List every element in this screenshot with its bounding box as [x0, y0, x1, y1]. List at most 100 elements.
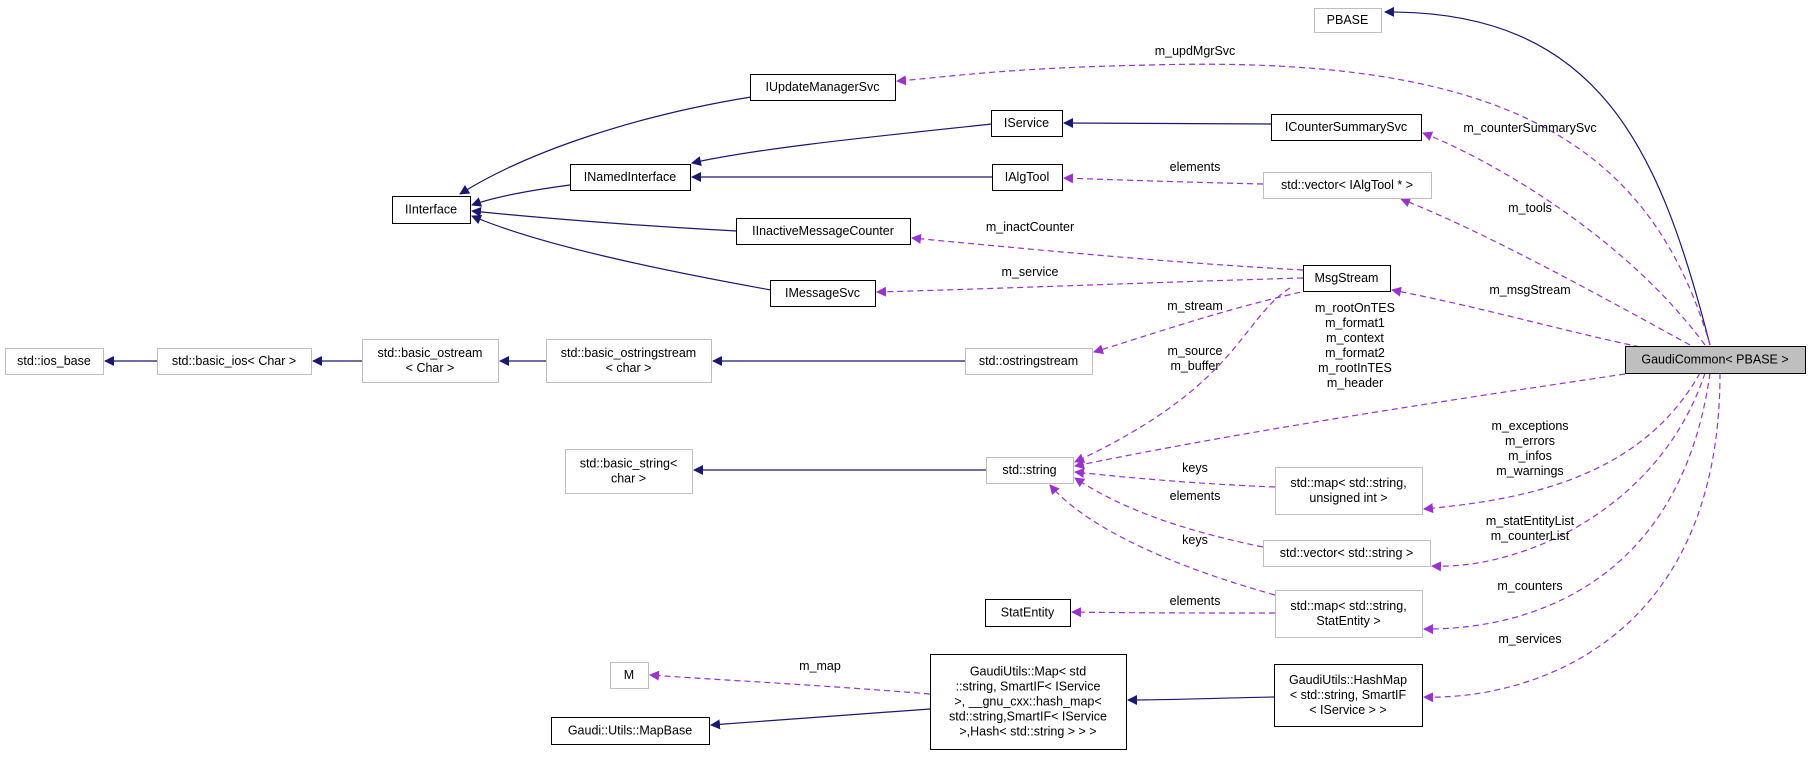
edge-label-string_members: m_format1	[1325, 316, 1385, 330]
node-box	[5, 348, 104, 375]
edge-label-statentitylist: m_counterList	[1491, 529, 1570, 543]
node-label: StatEntity >	[1316, 614, 1380, 628]
edge-label-source_buffer: m_buffer	[1170, 359, 1219, 373]
node-label: >,Hash< std::string > > >	[959, 725, 1096, 739]
edge-label-stream: m_stream	[1167, 299, 1223, 313]
edge-label-exceptions: m_infos	[1508, 449, 1552, 463]
node-map-uint[interactable]: std::map< std::string,unsigned int >	[1275, 467, 1423, 515]
node-ialgtool[interactable]: IAlgTool	[992, 164, 1063, 191]
node-gaudicommon[interactable]: GaudiCommon< PBASE >	[1625, 346, 1806, 374]
node-box	[736, 218, 911, 245]
node-box	[770, 280, 876, 307]
edge-label-string_members: m_header	[1327, 376, 1383, 390]
inheritance-edge	[1127, 694, 1275, 705]
edge-label-statentitylist: m_statEntityList	[1486, 514, 1575, 528]
usage-edge	[1063, 173, 1264, 185]
usage-edge	[1423, 372, 1701, 514]
node-ostringstream[interactable]: std::ostringstream	[965, 348, 1093, 375]
node-label: ICounterSummarySvc	[1285, 120, 1407, 134]
edge-label-elements_algtool: elements	[1170, 160, 1221, 174]
usage-edge	[1423, 372, 1721, 703]
node-box	[986, 457, 1074, 484]
node-box	[1625, 346, 1806, 374]
inheritance-edge	[459, 96, 752, 195]
node-box	[1263, 172, 1432, 199]
node-label: IInterface	[405, 203, 457, 217]
node-vector-string[interactable]: std::vector< std::string >	[1263, 540, 1431, 567]
usage-edge	[1400, 197, 1691, 346]
node-mapbase[interactable]: Gaudi::Utils::MapBase	[551, 717, 710, 745]
edge-label-source_buffer: m_source	[1168, 344, 1223, 358]
edge-label-keys_uint: keys	[1182, 461, 1208, 475]
node-hashmap[interactable]: GaudiUtils::HashMap< std::string, SmartI…	[1274, 664, 1423, 727]
node-basic-ostream[interactable]: std::basic_ostream< Char >	[362, 339, 499, 383]
node-box	[157, 348, 312, 375]
node-ios-base[interactable]: std::ios_base	[5, 348, 104, 375]
node-string[interactable]: std::string	[986, 457, 1074, 484]
edge-label-countersummarysvc: m_counterSummarySvc	[1463, 121, 1596, 135]
usage-edge	[1049, 484, 1276, 596]
node-label: IService	[1004, 116, 1049, 130]
edge-label-updmgrsvc: m_updMgrSvc	[1155, 44, 1236, 58]
node-label: StatEntity	[1001, 606, 1055, 620]
node-box	[1263, 540, 1431, 567]
node-box	[1314, 8, 1382, 33]
inheritance-edge	[1063, 118, 1273, 129]
inheritance-edge	[471, 184, 571, 207]
node-label: MsgStream	[1315, 271, 1379, 285]
node-label: std::basic_ostream	[378, 346, 483, 360]
node-label: < std::string, SmartIF	[1290, 688, 1407, 702]
node-label: IUpdateManagerSvc	[766, 80, 880, 94]
node-box	[565, 449, 693, 494]
edge-label-map: m_map	[799, 659, 841, 673]
node-box	[985, 599, 1071, 627]
node-box	[551, 717, 710, 745]
node-m[interactable]: M	[610, 662, 649, 689]
node-label: unsigned int >	[1309, 491, 1387, 505]
node-statentity[interactable]: StatEntity	[985, 599, 1071, 627]
node-label: std::string	[1002, 463, 1056, 477]
node-gaudiutils-map[interactable]: GaudiUtils::Map< std::string, SmartIF< I…	[930, 654, 1127, 750]
node-label: std::map< std::string,	[1290, 476, 1406, 490]
node-pbase[interactable]: PBASE	[1314, 8, 1382, 33]
node-imessagesvc[interactable]: IMessageSvc	[770, 280, 876, 307]
node-iinterface[interactable]: IInterface	[392, 196, 471, 224]
node-box	[930, 654, 1127, 750]
node-label: ::string, SmartIF< IService	[956, 680, 1101, 694]
edge-label-elements_statentity: elements	[1170, 594, 1221, 608]
edge-label-exceptions: m_warnings	[1496, 464, 1563, 478]
node-map-statentity[interactable]: std::map< std::string,StatEntity >	[1275, 590, 1423, 638]
node-box	[992, 164, 1063, 191]
node-label: GaudiCommon< PBASE >	[1641, 353, 1788, 367]
node-label: PBASE	[1327, 13, 1369, 27]
node-label: Gaudi::Utils::MapBase	[568, 724, 692, 738]
node-box	[570, 164, 691, 191]
node-iupdatemanagersvc[interactable]: IUpdateManagerSvc	[750, 74, 896, 101]
node-basic-string[interactable]: std::basic_string<char >	[565, 449, 693, 494]
node-label: GaudiUtils::Map< std	[970, 665, 1086, 679]
node-label: std::map< std::string,	[1290, 599, 1406, 613]
node-box	[1274, 664, 1423, 727]
usage-edge	[1423, 372, 1711, 635]
edge-label-services: m_services	[1498, 632, 1561, 646]
node-inamedinterface[interactable]: INamedInterface	[570, 164, 691, 191]
node-box	[1303, 265, 1391, 292]
node-box	[1271, 114, 1422, 141]
node-iinactivemessagecounter[interactable]: IInactiveMessageCounter	[736, 218, 911, 245]
usage-edge	[1071, 607, 1276, 618]
node-msgstream[interactable]: MsgStream	[1303, 265, 1391, 292]
node-box	[362, 339, 499, 383]
node-label: std::string,SmartIF< IService	[949, 710, 1107, 724]
node-icountersummarysvc[interactable]: ICounterSummarySvc	[1271, 114, 1422, 141]
inheritance-edge	[1384, 6, 1711, 346]
node-vector-ialgtool[interactable]: std::vector< IAlgTool * >	[1263, 172, 1432, 199]
node-iservice[interactable]: IService	[991, 110, 1063, 137]
node-basic-ios[interactable]: std::basic_ios< Char >	[157, 348, 312, 375]
usage-edge	[1422, 131, 1706, 346]
node-box	[392, 196, 471, 224]
node-label: >, __gnu_cxx::hash_map<	[954, 695, 1101, 709]
usage-edge	[1074, 287, 1291, 463]
usage-edge	[1093, 289, 1311, 355]
node-basic-ostringstream[interactable]: std::basic_ostringstream< char >	[546, 339, 712, 383]
